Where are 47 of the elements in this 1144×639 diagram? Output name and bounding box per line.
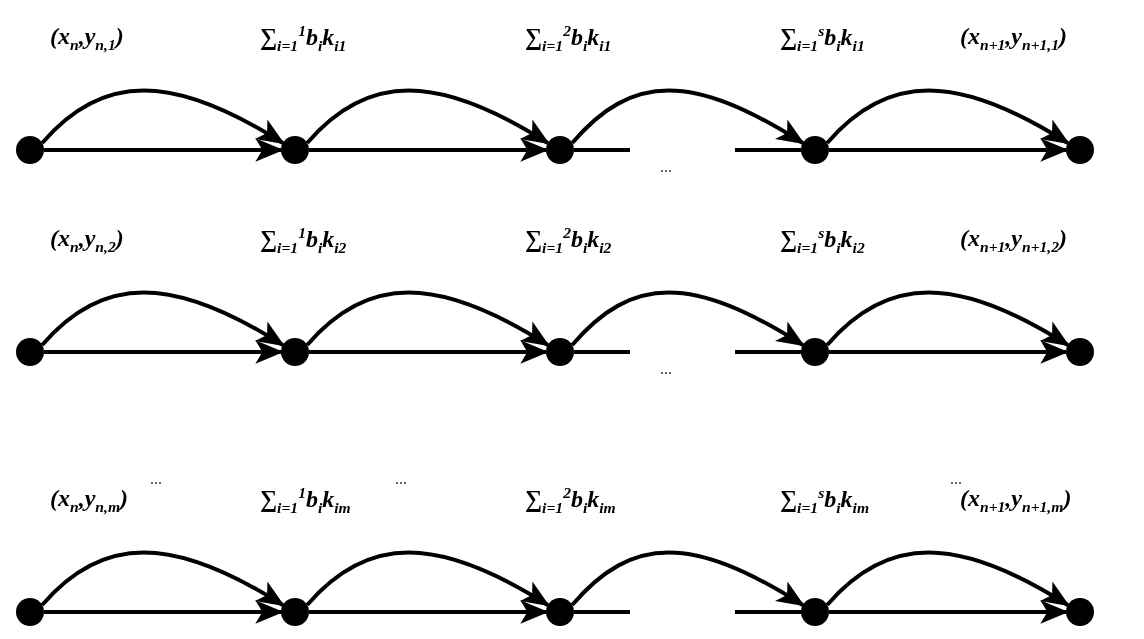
math-label: (x$_{n}$,y$_{n,1}$)	[50, 22, 124, 55]
node-dot	[1066, 338, 1094, 366]
math-label: ∑$_{i=1}$$^{2}$b$_{i}$k$_{i2}$	[525, 224, 612, 258]
node-dot	[281, 136, 309, 164]
math-label: ∑$_{i=1}$$^{2}$b$_{i}$k$_{im}$	[525, 484, 616, 518]
node-dot	[16, 136, 44, 164]
ellipsis: ...	[660, 158, 672, 176]
node-dot	[16, 338, 44, 366]
node-dot	[281, 338, 309, 366]
arrow	[305, 290, 550, 347]
math-label: (x$_{n}$,y$_{n,2}$)	[50, 224, 124, 257]
math-label: ∑$_{i=1}$$^{s}$b$_{i}$k$_{i1}$	[780, 22, 865, 56]
node-dot	[801, 338, 829, 366]
math-label: ∑$_{i=1}$$^{s}$b$_{i}$k$_{i2}$	[780, 224, 865, 258]
arrow	[825, 290, 1070, 347]
arrow	[40, 550, 285, 607]
node-dot	[801, 136, 829, 164]
math-label: ∑$_{i=1}$$^{2}$b$_{i}$k$_{i1}$	[525, 22, 612, 56]
arrow	[305, 550, 550, 607]
ellipsis: ...	[150, 470, 162, 488]
node-dot	[16, 598, 44, 626]
ellipsis: ...	[660, 360, 672, 378]
math-label: ∑$_{i=1}$$^{1}$b$_{i}$k$_{i1}$	[260, 22, 347, 56]
math-label: ∑$_{i=1}$$^{s}$b$_{i}$k$_{im}$	[780, 484, 869, 518]
math-label: (x$_{n+1}$,y$_{n+1,2}$)	[960, 224, 1068, 257]
arrow	[825, 88, 1070, 145]
arrow	[825, 550, 1070, 607]
arrow	[40, 290, 285, 347]
node-dot	[1066, 136, 1094, 164]
arrow	[40, 88, 285, 145]
arrow	[305, 88, 550, 145]
math-label: (x$_{n+1}$,y$_{n+1,m}$)	[960, 484, 1072, 517]
arrow	[570, 88, 805, 145]
node-dot	[281, 598, 309, 626]
node-dot	[546, 136, 574, 164]
node-dot	[546, 598, 574, 626]
node-dot	[546, 338, 574, 366]
arrow	[570, 290, 805, 347]
arrow	[570, 550, 805, 607]
node-dot	[801, 598, 829, 626]
ellipsis: ...	[950, 470, 962, 488]
ellipsis: ...	[395, 470, 407, 488]
math-label: ∑$_{i=1}$$^{1}$b$_{i}$k$_{im}$	[260, 484, 351, 518]
math-label: (x$_{n+1}$,y$_{n+1,1}$)	[960, 22, 1068, 55]
math-label: ∑$_{i=1}$$^{1}$b$_{i}$k$_{i2}$	[260, 224, 347, 258]
node-dot	[1066, 598, 1094, 626]
math-label: (x$_{n}$,y$_{n,m}$)	[50, 484, 129, 517]
